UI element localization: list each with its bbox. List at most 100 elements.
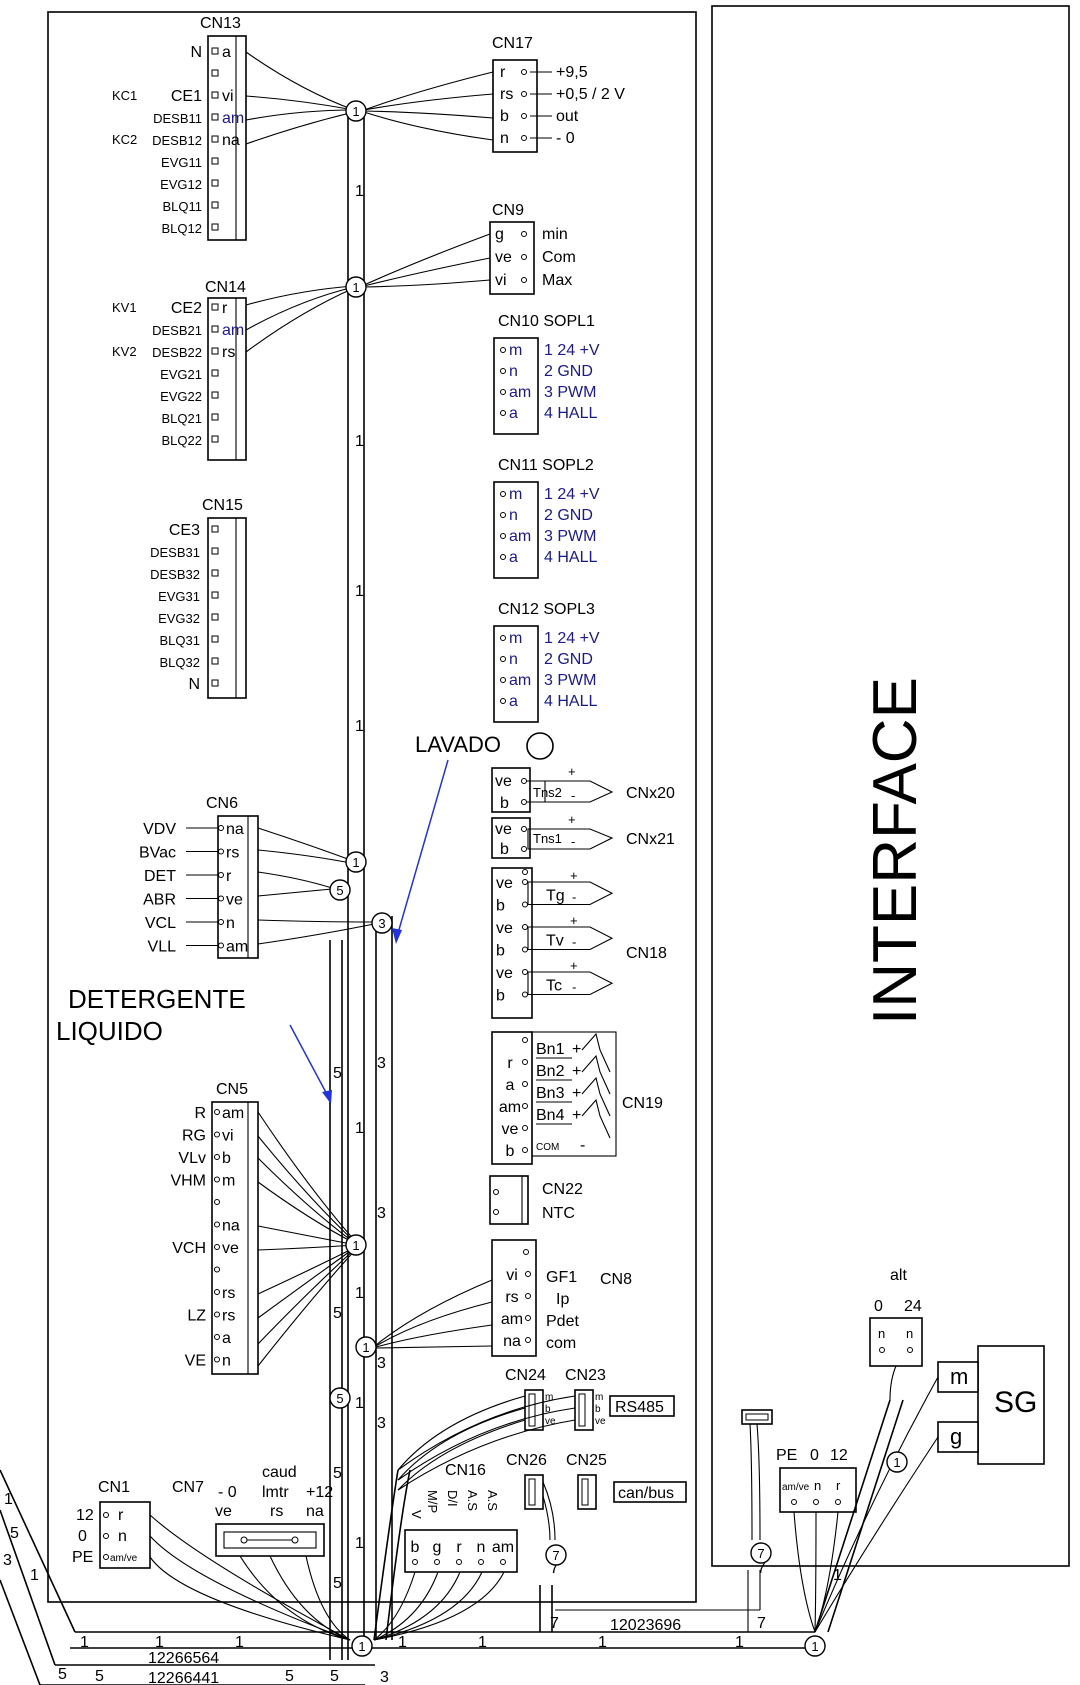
svg-text:CN9: CN9 bbox=[492, 202, 524, 219]
pin-square bbox=[211, 113, 219, 121]
svg-text:Tns2: Tns2 bbox=[533, 785, 562, 800]
sopl-body bbox=[493, 337, 539, 435]
svg-text:1: 1 bbox=[355, 1120, 364, 1137]
cn17-signal: +9,5 bbox=[556, 64, 588, 81]
svg-text:5: 5 bbox=[333, 1065, 342, 1082]
pin-dot bbox=[521, 113, 527, 119]
connector-cn25: CN25 can/bus bbox=[566, 1452, 687, 1510]
marker-label: 7 bbox=[757, 1546, 764, 1561]
marker-circle bbox=[329, 1387, 351, 1409]
svg-text:A.S: A.S bbox=[465, 1490, 480, 1511]
part-number-12266441: 12266441 bbox=[148, 1670, 219, 1685]
cn15-signal: EVG32 bbox=[158, 611, 200, 626]
polarity-plus: + bbox=[572, 1063, 581, 1080]
svg-text:CN16: CN16 bbox=[445, 1462, 486, 1479]
pin-dot bbox=[218, 825, 224, 831]
pin-dot bbox=[525, 1337, 531, 1343]
sopl-signal: 1 24 +V bbox=[544, 342, 600, 359]
sopl-pin: a bbox=[509, 693, 518, 710]
sopl-signal: 2 GND bbox=[544, 651, 593, 668]
svg-text:1: 1 bbox=[30, 1567, 39, 1584]
cn5-pin: am bbox=[222, 1105, 244, 1122]
cn5-signal: LZ bbox=[187, 1308, 206, 1325]
marker-circle bbox=[345, 851, 367, 873]
cn6-signal: VCL bbox=[145, 915, 176, 932]
cn6-pin: n bbox=[226, 915, 235, 932]
sensor-symbol bbox=[527, 881, 614, 906]
pin-dot bbox=[522, 1125, 528, 1131]
sensor-symbol bbox=[527, 971, 614, 996]
cn13-signal: DESB12 bbox=[152, 133, 202, 148]
cn13-signal: BLQ12 bbox=[162, 221, 202, 236]
sopl-pin: a bbox=[509, 549, 518, 566]
polarity-plus: + bbox=[570, 958, 578, 973]
pin-dot bbox=[500, 389, 506, 395]
cn5-pin: b bbox=[222, 1150, 231, 1167]
svg-text:Tns1: Tns1 bbox=[533, 831, 562, 846]
polarity-minus: - bbox=[572, 935, 576, 950]
svg-text:CN1: CN1 bbox=[98, 1479, 130, 1496]
svg-text:CN14: CN14 bbox=[205, 279, 246, 296]
pin-dot bbox=[525, 1271, 531, 1277]
cn14-signal: BLQ21 bbox=[162, 411, 202, 426]
cn19-pin: a bbox=[506, 1077, 515, 1094]
cn15-signal: BLQ32 bbox=[160, 655, 200, 670]
svg-text:1: 1 bbox=[235, 1634, 244, 1651]
cn9-pin: vi bbox=[495, 272, 507, 289]
cn14-signal: DESB22 bbox=[152, 345, 202, 360]
sopl-pin: m bbox=[509, 342, 522, 359]
cn6-pin: rs bbox=[226, 845, 239, 862]
cn9-signal: min bbox=[542, 226, 568, 243]
cn15-signal: DESB32 bbox=[150, 567, 200, 582]
svg-text:CN7: CN7 bbox=[172, 1479, 204, 1496]
svg-text:5: 5 bbox=[333, 1305, 342, 1322]
pin-dot bbox=[214, 1311, 220, 1318]
pin-square bbox=[211, 591, 219, 599]
svg-text:1: 1 bbox=[355, 1285, 364, 1302]
pin-square bbox=[211, 347, 219, 355]
pin-dot bbox=[214, 1289, 220, 1295]
pin-dot bbox=[456, 1559, 462, 1565]
cn18-pin: ve bbox=[496, 965, 513, 982]
cn5-pin: ve bbox=[222, 1240, 239, 1257]
cn15-signal: EVG31 bbox=[158, 589, 200, 604]
svg-text:CN23: CN23 bbox=[565, 1367, 606, 1384]
pin-square bbox=[211, 179, 219, 187]
pin-dot bbox=[214, 1334, 220, 1340]
sopl-pin: n bbox=[509, 363, 518, 380]
sopl-signal: 2 GND bbox=[544, 363, 593, 380]
connector-alt: alt 0 24 n n bbox=[869, 1267, 923, 1367]
svg-text:na: na bbox=[306, 1503, 324, 1520]
svg-text:ve: ve bbox=[545, 1416, 556, 1427]
interface-label: INTERFACE bbox=[861, 677, 930, 1025]
connector-cn15: CN15 CE3DESB31DESB32EVG31EVG32BLQ31BLQ32… bbox=[150, 497, 247, 699]
pin-dot bbox=[521, 135, 527, 141]
polarity-minus: - bbox=[572, 980, 576, 995]
sopl-body bbox=[493, 481, 539, 579]
pin-dot bbox=[434, 1559, 440, 1565]
marker-label: 1 bbox=[362, 1340, 369, 1355]
sopl-signal: 3 PWM bbox=[544, 384, 596, 401]
svg-text:D/I: D/I bbox=[445, 1490, 460, 1507]
svg-text:b: b bbox=[500, 795, 509, 812]
cn6-pin: ve bbox=[226, 892, 243, 909]
svg-text:3: 3 bbox=[377, 1205, 386, 1222]
pin-dot bbox=[521, 254, 527, 260]
polarity-plus: + bbox=[572, 1041, 581, 1058]
cn16-pin: b bbox=[411, 1539, 420, 1556]
svg-text:1: 1 bbox=[478, 1634, 487, 1651]
marker-label: 1 bbox=[893, 1455, 900, 1470]
svg-text:- 0: - 0 bbox=[218, 1484, 237, 1501]
svg-text:12: 12 bbox=[76, 1507, 94, 1524]
svg-text:CNx21: CNx21 bbox=[626, 831, 675, 848]
pin-dot bbox=[412, 1559, 418, 1565]
cn19-sensor: Bn1 bbox=[536, 1041, 565, 1058]
pin-dot bbox=[214, 1154, 220, 1160]
lavado-indicator: LAVADO bbox=[392, 732, 554, 944]
svg-text:+: + bbox=[568, 764, 576, 779]
sg-block: SG m g bbox=[937, 1345, 1045, 1465]
connector-cn22: CN22 NTC bbox=[489, 1175, 583, 1225]
